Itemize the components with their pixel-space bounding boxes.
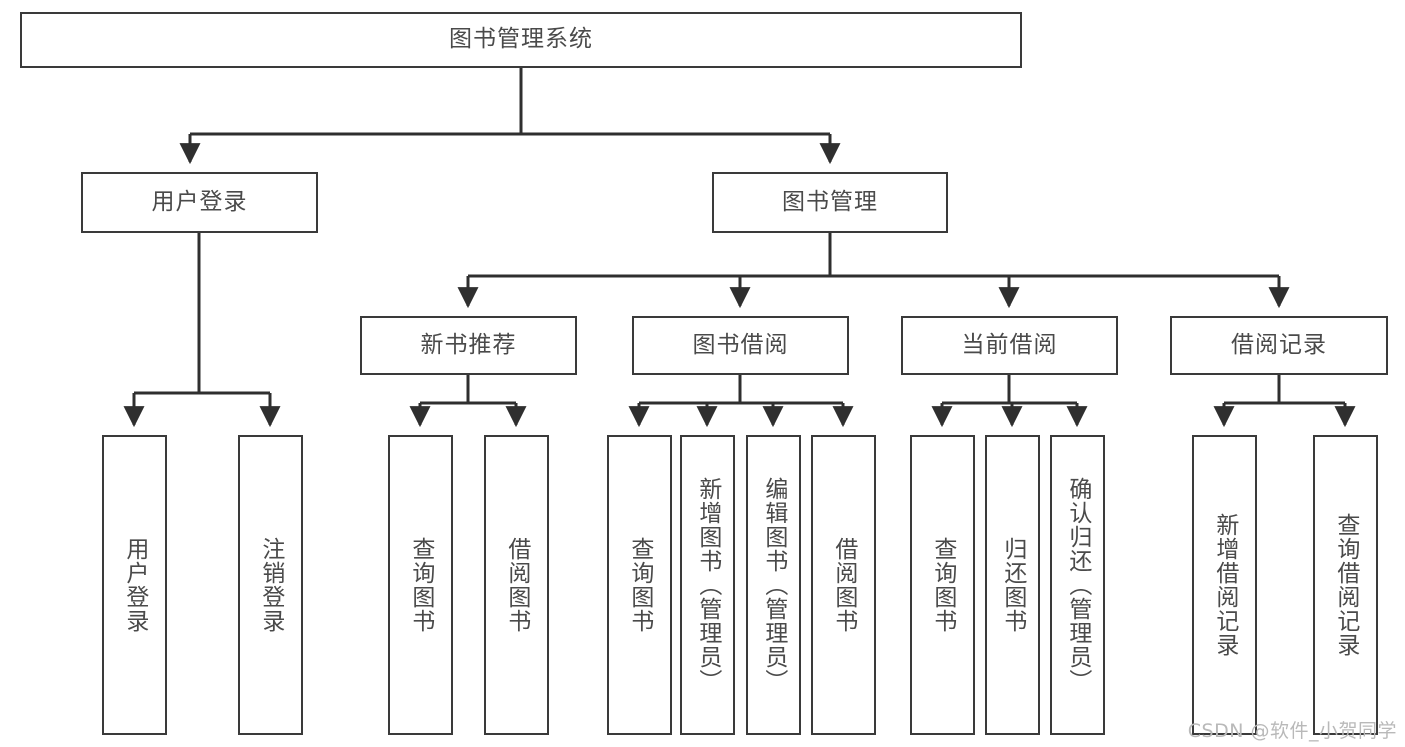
node-leaf-user-login[interactable]: 用户登录 (102, 435, 167, 735)
node-leaf-add-book-label: 新增图书（管理员） (694, 477, 721, 693)
node-leaf-return-book[interactable]: 归还图书 (985, 435, 1040, 735)
node-leaf-add-record[interactable]: 新增借阅记录 (1192, 435, 1257, 735)
node-leaf-query-book-borrow-label: 查询图书 (626, 537, 653, 633)
node-root[interactable]: 图书管理系统 (20, 12, 1022, 68)
node-current-borrow-label: 当前借阅 (961, 331, 1058, 358)
node-leaf-query-record-label: 查询借阅记录 (1332, 513, 1359, 657)
node-leaf-user-login-label: 用户登录 (121, 537, 148, 633)
node-leaf-logout-label: 注销登录 (257, 537, 284, 633)
node-new-book-recommend[interactable]: 新书推荐 (360, 316, 577, 375)
node-borrow-records-label: 借阅记录 (1231, 331, 1327, 358)
node-leaf-query-book-rec-label: 查询图书 (407, 537, 434, 633)
node-book-borrow[interactable]: 图书借阅 (632, 316, 849, 375)
node-leaf-edit-book-label: 编辑图书（管理员） (760, 477, 787, 693)
node-leaf-add-book[interactable]: 新增图书（管理员） (680, 435, 735, 735)
node-leaf-query-record[interactable]: 查询借阅记录 (1313, 435, 1378, 735)
node-book-management-label: 图书管理 (782, 188, 878, 215)
node-current-borrow[interactable]: 当前借阅 (901, 316, 1118, 375)
node-root-label: 图书管理系统 (449, 26, 593, 53)
node-leaf-borrow-book-label: 借阅图书 (830, 537, 857, 633)
node-leaf-query-book-rec[interactable]: 查询图书 (388, 435, 453, 735)
node-leaf-confirm-return-label: 确认归还（管理员） (1064, 477, 1091, 693)
node-book-borrow-label: 图书借阅 (692, 331, 789, 358)
node-leaf-query-book-cur[interactable]: 查询图书 (910, 435, 975, 735)
node-leaf-query-book-cur-label: 查询图书 (929, 537, 956, 633)
watermark-text: CSDN @软件_小贺同学 (1187, 720, 1397, 742)
node-leaf-borrow-book-rec[interactable]: 借阅图书 (484, 435, 549, 735)
node-leaf-edit-book[interactable]: 编辑图书（管理员） (746, 435, 801, 735)
node-leaf-logout[interactable]: 注销登录 (238, 435, 303, 735)
node-leaf-add-record-label: 新增借阅记录 (1211, 513, 1238, 657)
node-leaf-return-book-label: 归还图书 (999, 537, 1026, 633)
node-leaf-confirm-return[interactable]: 确认归还（管理员） (1050, 435, 1105, 735)
node-leaf-query-book-borrow[interactable]: 查询图书 (607, 435, 672, 735)
node-borrow-records[interactable]: 借阅记录 (1170, 316, 1388, 375)
node-leaf-borrow-book-rec-label: 借阅图书 (503, 537, 530, 633)
node-book-management[interactable]: 图书管理 (712, 172, 948, 233)
node-user-login-label: 用户登录 (151, 188, 248, 215)
node-new-book-recommend-label: 新书推荐 (420, 331, 517, 358)
node-leaf-borrow-book[interactable]: 借阅图书 (811, 435, 876, 735)
node-user-login[interactable]: 用户登录 (81, 172, 318, 233)
